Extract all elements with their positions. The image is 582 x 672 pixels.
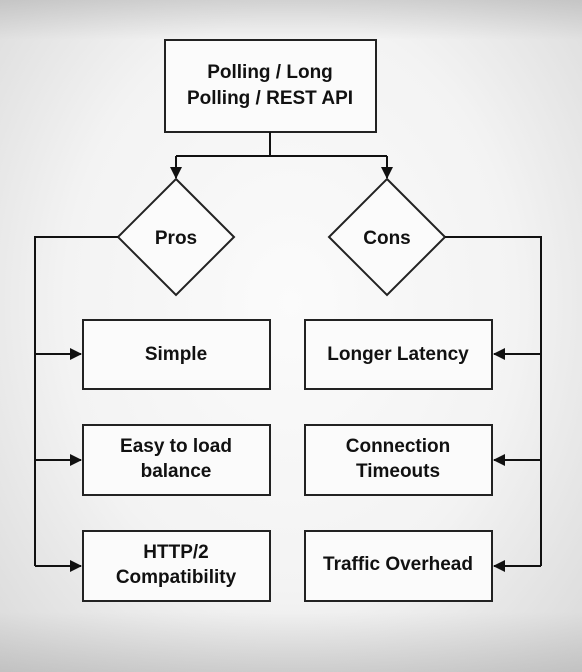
pros-item-2-box — [82, 424, 271, 496]
cons-item-timeouts: Connection Timeouts — [304, 424, 493, 496]
pros-item-3-label-line1: HTTP/2 — [143, 542, 208, 563]
cons-bus-line — [445, 236, 542, 566]
pros-item-3-box — [82, 530, 271, 602]
pros-decision: Pros — [116, 177, 236, 297]
pros-item-1-box — [82, 319, 271, 390]
root-label-line2: Polling / REST API — [187, 88, 353, 109]
cons-item-1-box — [304, 319, 493, 390]
cons-item-1-label: Longer Latency — [327, 344, 469, 365]
bottom-shading — [0, 612, 582, 672]
pros-item-2-label-line1: Easy to load — [120, 436, 232, 457]
cons-diamond — [327, 177, 447, 297]
pros-item-2-label-line2: balance — [141, 461, 212, 482]
cons-connector-bus — [445, 236, 542, 572]
pros-item-load-balance: Easy to load balance — [82, 424, 271, 496]
root-label-line1: Polling / Long — [207, 62, 333, 83]
cons-item-2-box — [304, 424, 493, 496]
cons-item-3-label: Traffic Overhead — [323, 554, 473, 575]
cons-item-2-label-line1: Connection — [346, 436, 451, 457]
pros-label: Pros — [155, 228, 197, 249]
root-split-connector — [170, 132, 393, 179]
pros-diamond — [116, 177, 236, 297]
cons-decision: Cons — [327, 177, 447, 297]
cons-item-3-box — [304, 530, 493, 602]
root-node: Polling / Long Polling / REST API — [164, 39, 377, 133]
cons-label: Cons — [363, 228, 411, 249]
root-node-box — [164, 39, 377, 133]
pros-item-simple: Simple — [82, 319, 271, 390]
cons-item-latency: Longer Latency — [304, 319, 493, 390]
pros-bus-line — [34, 236, 118, 566]
top-shading — [0, 0, 582, 40]
pros-item-1-label: Simple — [145, 344, 207, 365]
pros-connector-bus — [34, 236, 118, 572]
pros-item-3-label-line2: Compatibility — [116, 567, 237, 588]
cons-item-2-label-line2: Timeouts — [356, 461, 440, 482]
pros-item-http2: HTTP/2 Compatibility — [82, 530, 271, 602]
cons-item-traffic: Traffic Overhead — [304, 530, 493, 602]
